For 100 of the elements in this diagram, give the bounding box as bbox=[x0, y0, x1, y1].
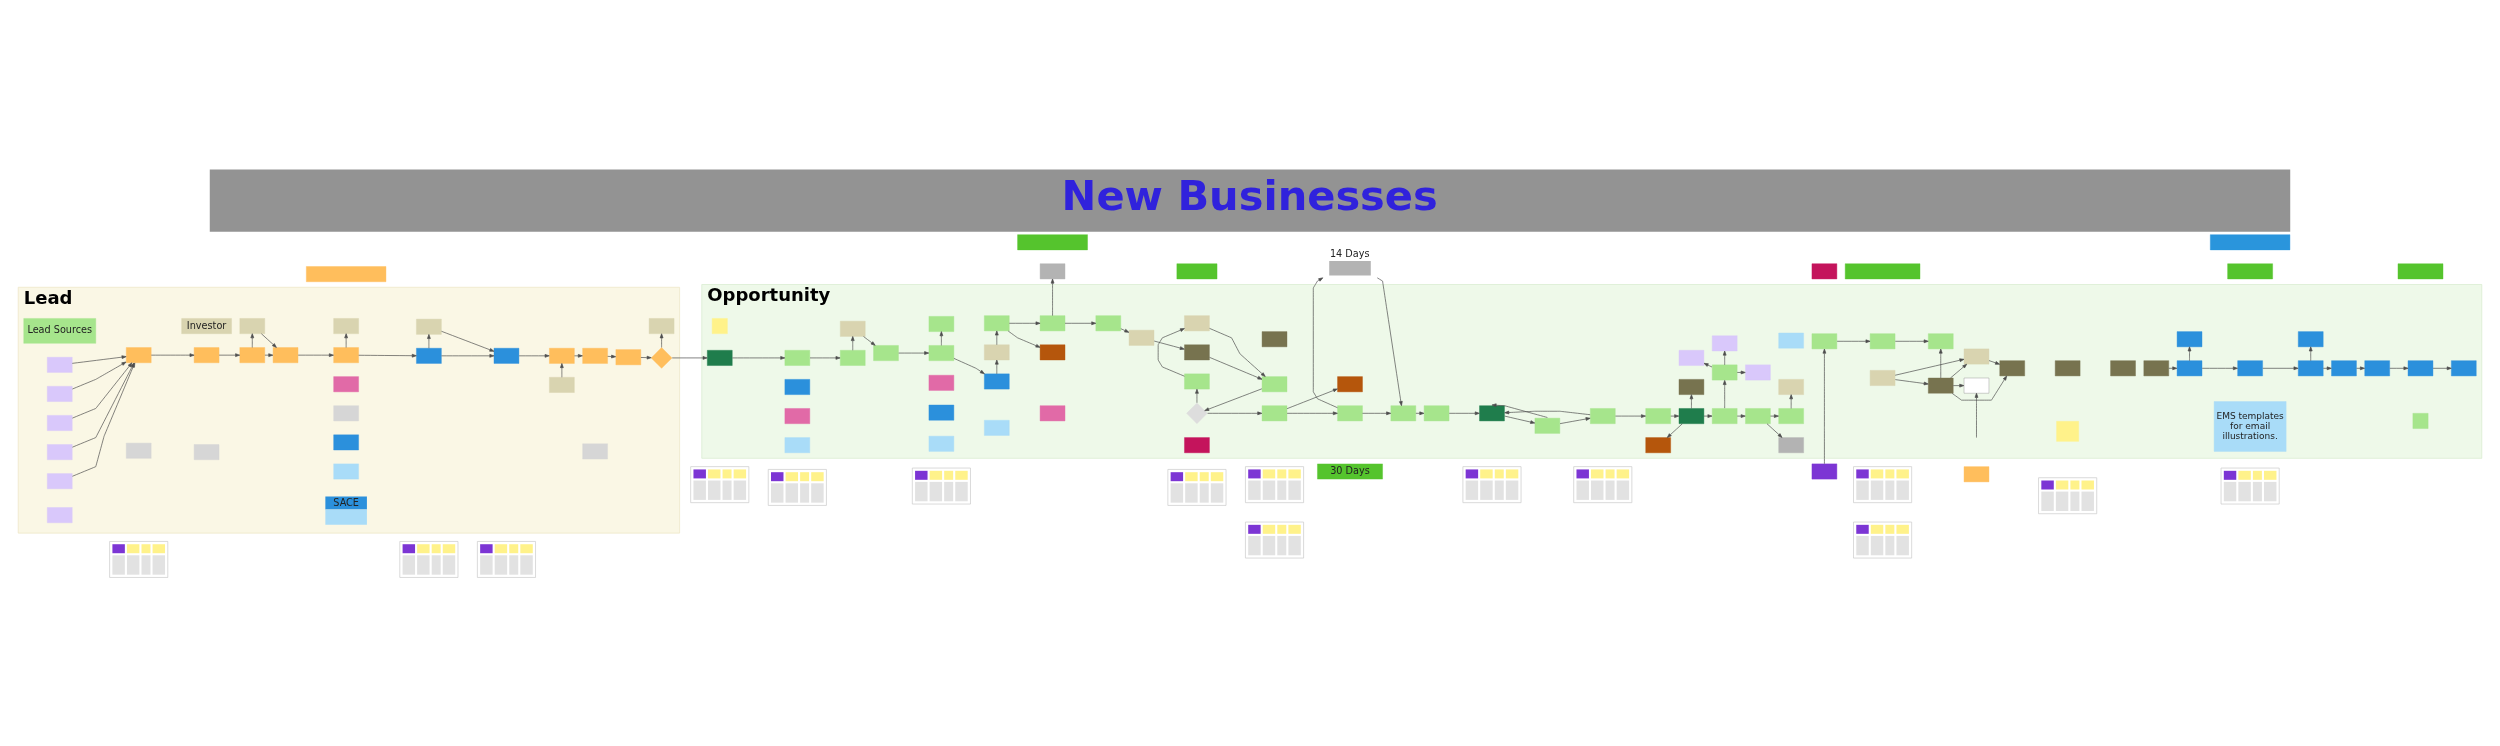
node-box bbox=[2110, 360, 2136, 376]
node-box: 30 Days bbox=[1317, 463, 1383, 479]
arrow bbox=[1938, 348, 1943, 378]
node-box bbox=[239, 346, 265, 363]
node-box bbox=[928, 404, 955, 420]
node-box bbox=[615, 348, 642, 365]
node-box bbox=[2143, 360, 2169, 376]
node-box bbox=[2407, 360, 2434, 376]
node-box bbox=[47, 443, 73, 460]
arrow bbox=[150, 352, 195, 357]
node-box bbox=[928, 315, 955, 332]
arrow bbox=[1504, 415, 1536, 424]
arrow bbox=[2356, 366, 2365, 370]
arrow bbox=[1670, 413, 1680, 418]
arrow bbox=[250, 332, 255, 348]
arrow bbox=[1894, 339, 1929, 343]
node-box bbox=[984, 419, 1010, 436]
node-box bbox=[2412, 412, 2429, 429]
node-box bbox=[47, 472, 73, 489]
node-box bbox=[928, 435, 955, 452]
arrow bbox=[1050, 278, 1055, 316]
arrow bbox=[1207, 411, 1263, 415]
node-box bbox=[2237, 360, 2263, 376]
node-box bbox=[984, 373, 1010, 389]
node-box bbox=[1645, 436, 1671, 453]
arrow bbox=[1736, 413, 1746, 418]
node-box bbox=[1261, 405, 1288, 421]
arrow bbox=[863, 335, 876, 346]
node-box bbox=[2331, 360, 2357, 376]
node-box bbox=[333, 405, 359, 421]
node-box bbox=[193, 346, 220, 363]
node-box bbox=[1184, 436, 1210, 453]
arrow bbox=[1894, 357, 1965, 376]
arrow bbox=[1064, 321, 1097, 325]
arrow bbox=[261, 332, 277, 348]
arrow bbox=[1736, 370, 1746, 374]
arrow bbox=[995, 330, 999, 345]
node-box bbox=[984, 344, 1010, 360]
arrow bbox=[2322, 366, 2332, 370]
node-box bbox=[2054, 360, 2081, 376]
arrow bbox=[1836, 339, 1871, 343]
node-box bbox=[1712, 335, 1738, 351]
arrow bbox=[1415, 411, 1425, 415]
node-box bbox=[1534, 417, 1561, 434]
node-box bbox=[126, 346, 152, 363]
arrow bbox=[344, 332, 348, 348]
node-box bbox=[1778, 332, 1804, 348]
node-diamond bbox=[651, 346, 673, 368]
node-box bbox=[1590, 407, 1616, 424]
node-bar bbox=[1176, 263, 1218, 279]
node-box bbox=[784, 436, 810, 453]
arrow bbox=[218, 352, 241, 357]
node-box bbox=[2298, 360, 2324, 376]
arrow bbox=[2262, 366, 2299, 370]
arrow bbox=[1504, 410, 1591, 415]
node-box bbox=[193, 443, 220, 460]
node-box bbox=[1811, 332, 1838, 349]
node-box bbox=[873, 344, 899, 361]
node-box bbox=[333, 375, 359, 392]
node-box bbox=[1678, 378, 1705, 395]
arrow bbox=[898, 350, 930, 355]
arrow bbox=[1789, 393, 1793, 409]
node-box bbox=[2176, 360, 2203, 376]
arrow bbox=[72, 361, 127, 389]
node-box bbox=[582, 443, 608, 459]
node-box bbox=[1184, 314, 1210, 331]
node-box bbox=[928, 374, 955, 391]
arrow bbox=[1951, 375, 2008, 400]
node-box bbox=[1778, 378, 1804, 395]
arrow bbox=[264, 352, 274, 357]
arrow bbox=[1153, 340, 1185, 350]
node-box bbox=[1745, 407, 1771, 424]
node-bar bbox=[1017, 233, 1088, 250]
arrow bbox=[1822, 348, 1827, 464]
node-box bbox=[928, 344, 955, 361]
arrow bbox=[1615, 413, 1646, 418]
node-bar bbox=[1845, 263, 1921, 279]
arrow bbox=[2201, 366, 2238, 370]
node-box bbox=[47, 414, 73, 431]
node-box bbox=[1039, 344, 1066, 360]
node-box bbox=[1678, 349, 1705, 366]
arrow bbox=[2432, 366, 2452, 370]
arrow bbox=[1448, 411, 1480, 415]
arrow bbox=[1703, 362, 1713, 367]
node-box bbox=[1479, 405, 1505, 421]
arrow bbox=[441, 353, 495, 358]
node-box bbox=[2176, 330, 2203, 347]
node-box: Lead Sources bbox=[23, 317, 96, 344]
arrow bbox=[939, 330, 944, 346]
node-box bbox=[1963, 465, 1990, 482]
node-box: EMS templates for email illustrations. bbox=[2213, 400, 2287, 452]
node-box bbox=[711, 317, 728, 334]
node-box bbox=[47, 506, 73, 523]
node-box bbox=[1869, 332, 1896, 349]
node-box bbox=[984, 314, 1010, 331]
node-box bbox=[784, 349, 810, 366]
node-box bbox=[1712, 364, 1738, 380]
arrow bbox=[732, 355, 786, 360]
arrow bbox=[659, 332, 664, 348]
node-box bbox=[707, 349, 733, 366]
